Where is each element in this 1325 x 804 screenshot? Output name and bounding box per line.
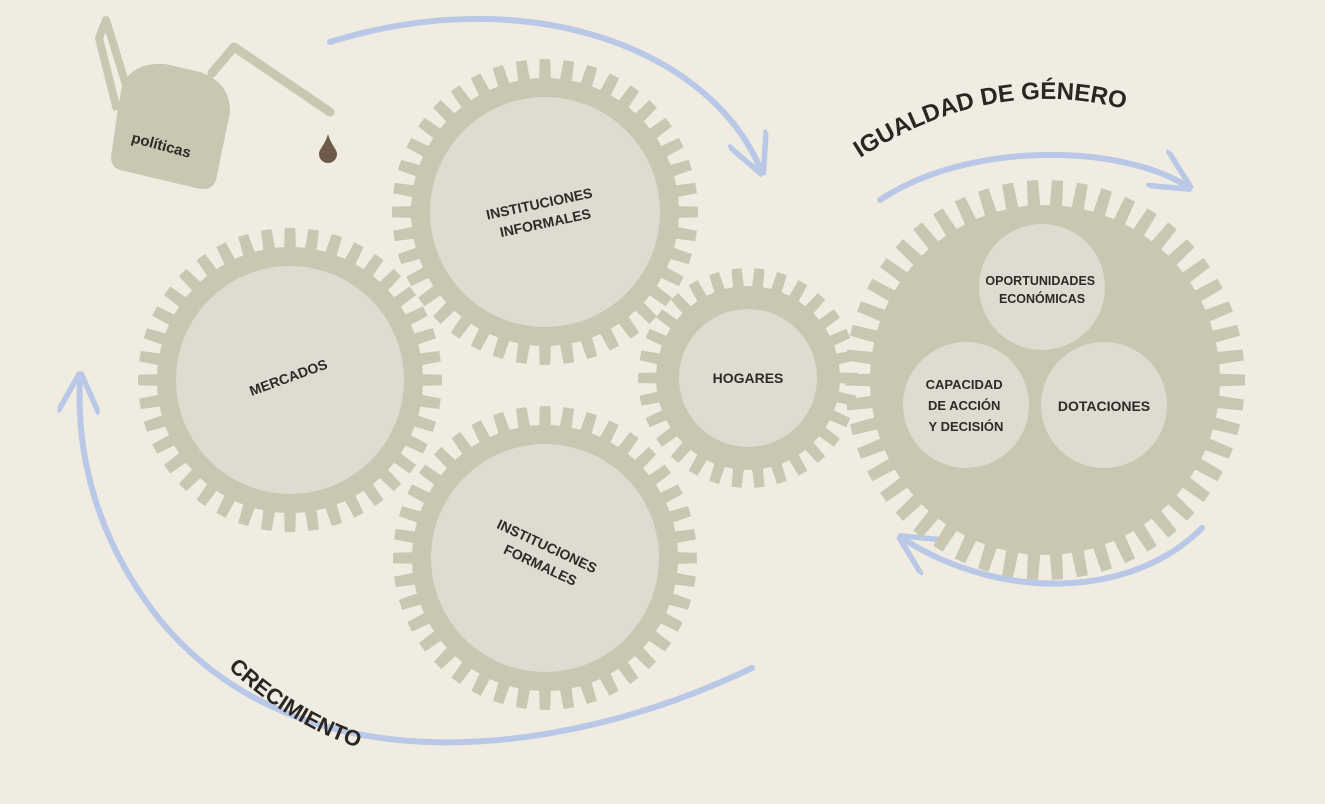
crecimiento-arrow [80,380,755,746]
circle-dotaciones [1041,342,1167,468]
oil-can-icon [95,16,335,189]
oil-drop-icon [319,134,337,163]
gear-instituciones-informales [392,59,698,365]
capacidad-label: CAPACIDAD DE ACCIÓN Y DECISIÓN [926,377,1007,434]
gear-inst-formales-face [431,444,659,672]
gear-instituciones-formales [393,406,697,710]
top-arrow [327,15,760,168]
gear-igualdad [845,180,1245,580]
gear-mercados [138,228,442,532]
gear-igualdad-teeth [845,180,1245,580]
gear-inst-informales-face [430,97,660,327]
crecimiento-label: CRECIMIENTO [225,653,365,752]
oportunidades-label: OPORTUNIDADES ECONÓMICAS [985,274,1098,306]
gear-hogares-face [679,309,817,447]
gear-mercados-face [176,266,404,494]
igualdad-arrow [877,155,1185,203]
dotaciones-label: DOTACIONES [1058,398,1150,414]
flow-arrows [80,15,1205,746]
hogares-label: HOGARES [713,370,784,386]
circle-capacidad [903,342,1029,468]
igualdad-label: IGUALDAD DE GÉNERO [849,77,1130,163]
circle-oportunidades [979,224,1105,350]
gear-hogares [638,268,858,488]
bottom-right-arrow [905,525,1205,587]
